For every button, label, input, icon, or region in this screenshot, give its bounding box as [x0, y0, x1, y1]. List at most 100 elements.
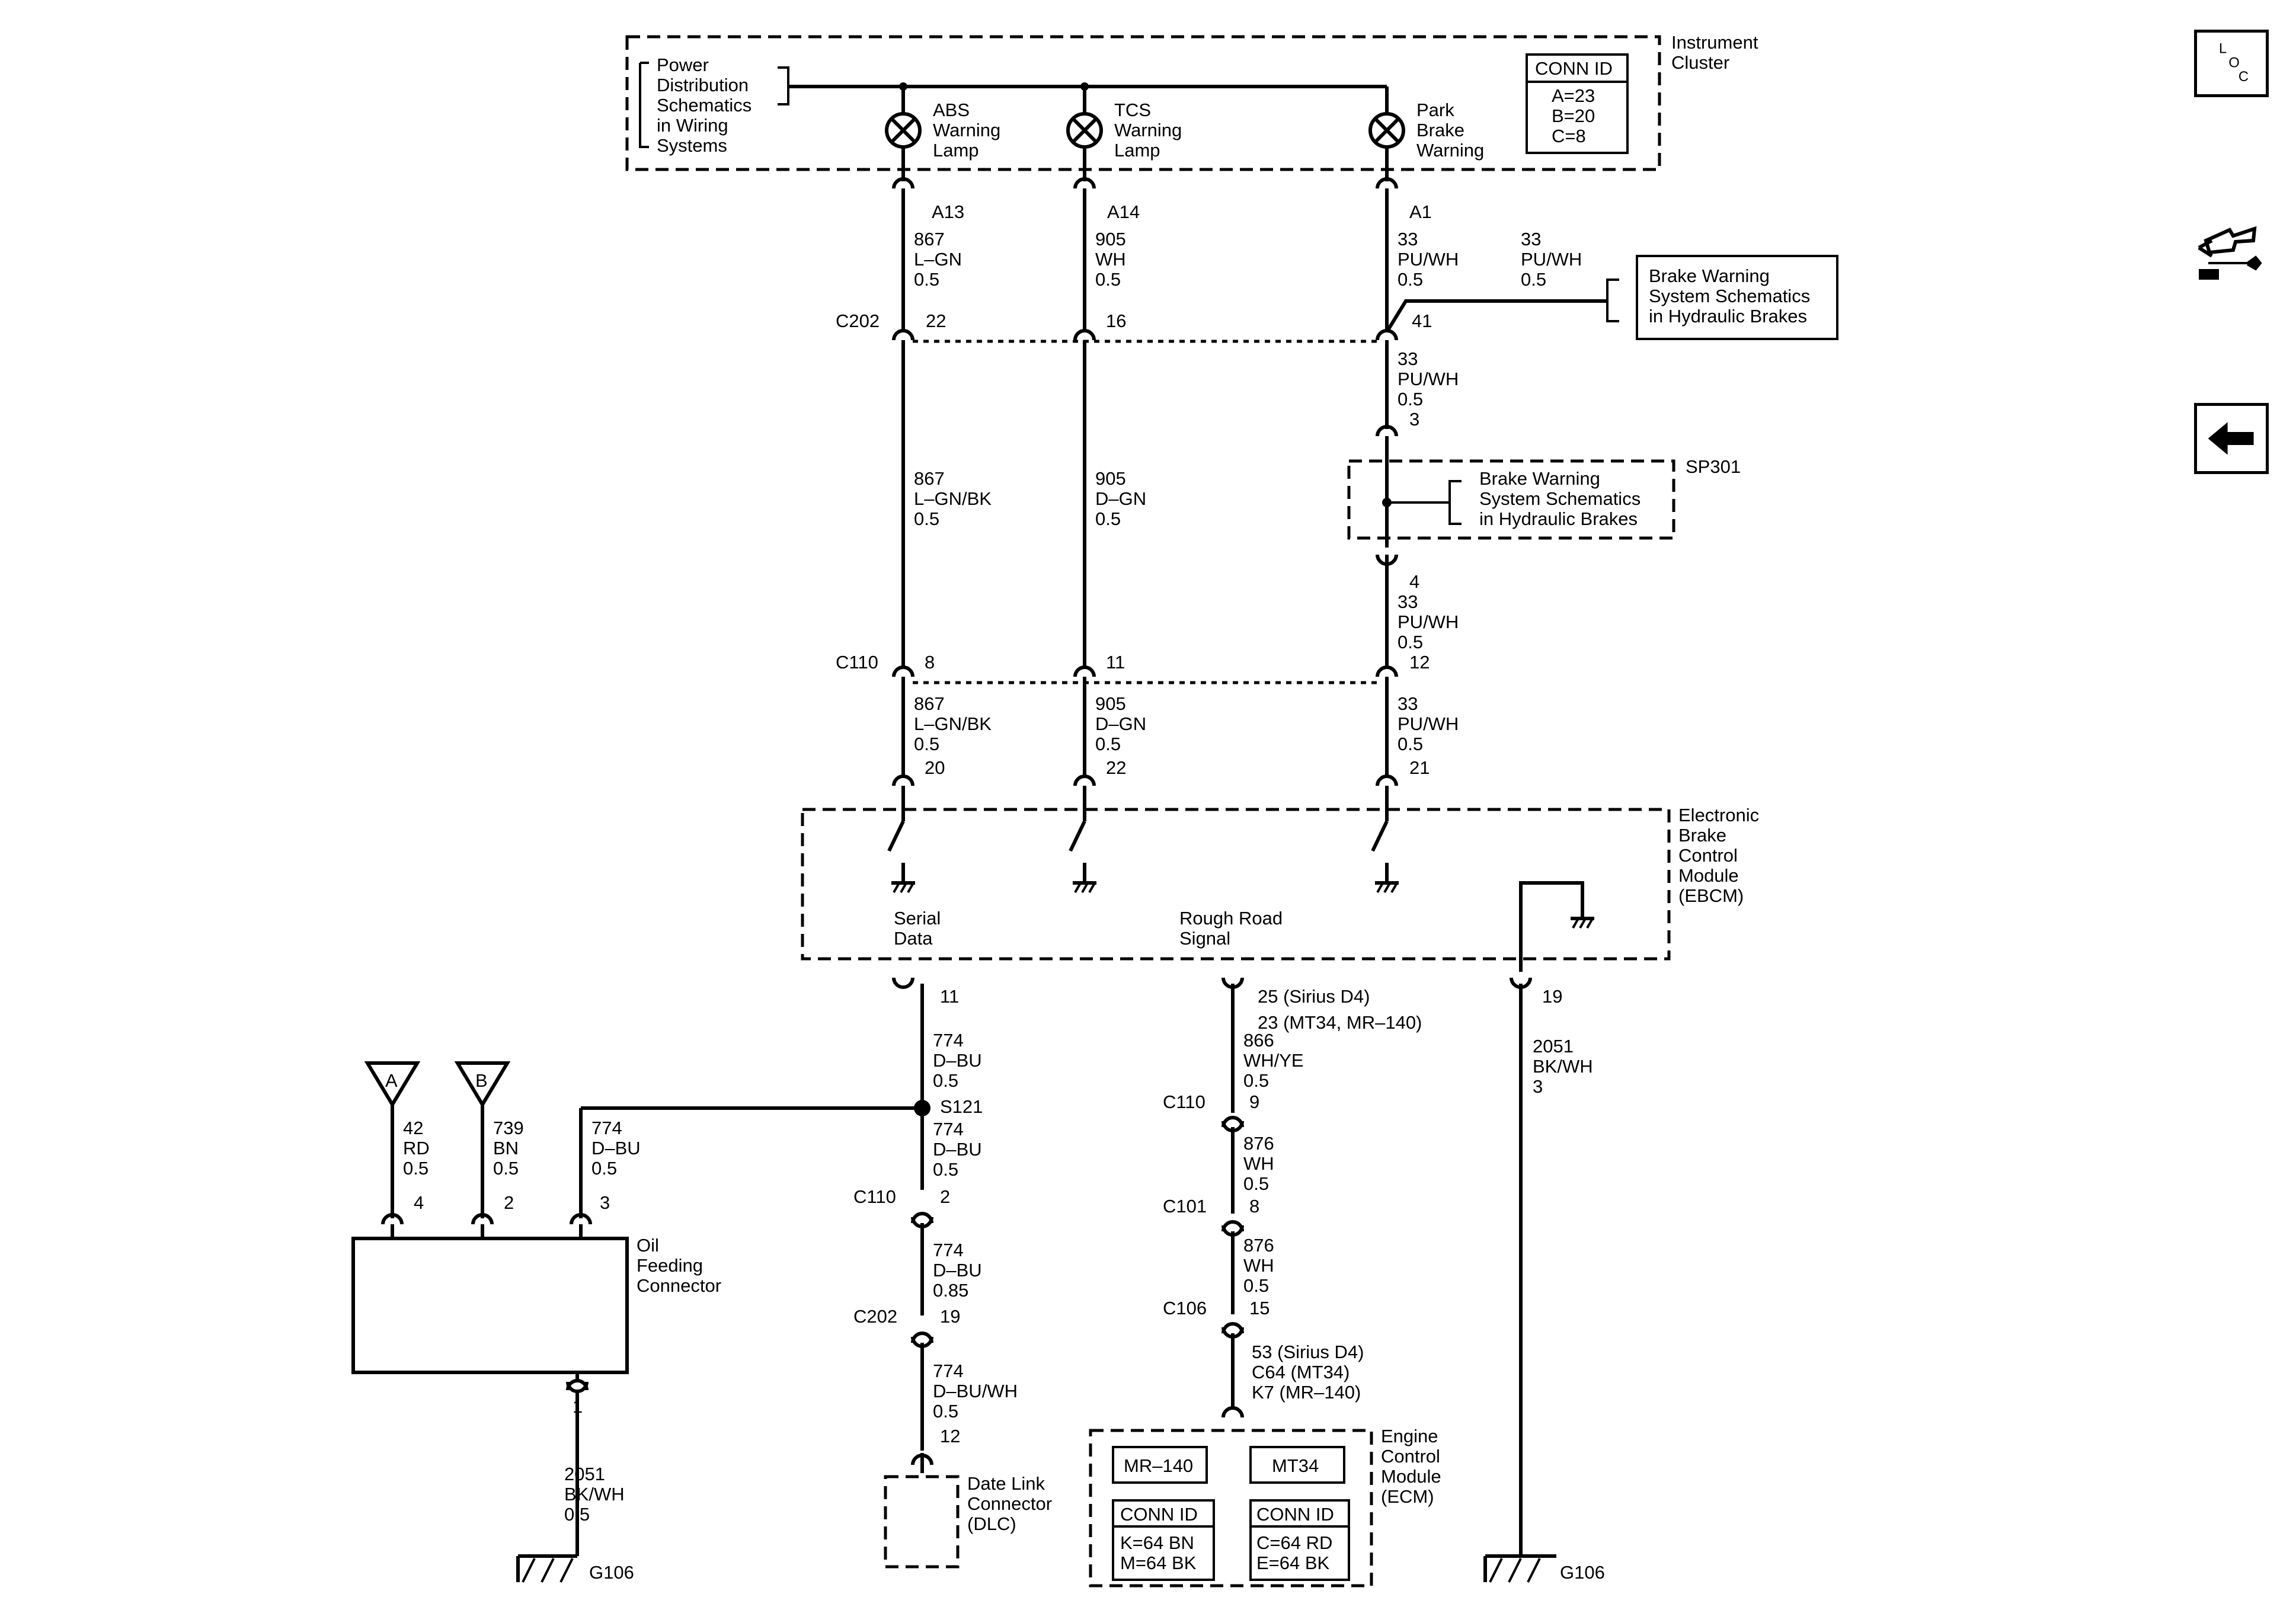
svg-text:A13: A13 [932, 201, 964, 222]
svg-text:G106: G106 [1560, 1562, 1605, 1583]
wire-labels-top: 867 L–GN 0.5 905 WH 0.5 33 PU/WH 0.5 33 … [914, 229, 1582, 290]
svg-text:L–GN/BK: L–GN/BK [914, 488, 992, 509]
svg-text:C=64 RD: C=64 RD [1256, 1532, 1332, 1553]
cluster-connector-pins: A13 A14 A1 [892, 177, 1432, 222]
svg-text:C110: C110 [1163, 1092, 1205, 1112]
svg-text:0.5: 0.5 [1243, 1173, 1269, 1194]
svg-text:42: 42 [403, 1118, 423, 1138]
svg-text:C202: C202 [836, 311, 880, 331]
svg-text:D–BU: D–BU [933, 1260, 982, 1281]
svg-text:D–GN: D–GN [1095, 488, 1146, 509]
svg-text:22: 22 [1106, 757, 1126, 778]
svg-text:905: 905 [1095, 468, 1126, 489]
svg-text:WH: WH [1243, 1153, 1274, 1174]
svg-text:RD: RD [403, 1138, 430, 1158]
svg-text:3: 3 [1409, 409, 1419, 430]
svg-text:C64 (MT34): C64 (MT34) [1252, 1362, 1350, 1382]
svg-text:Connector: Connector [637, 1275, 721, 1296]
svg-text:905: 905 [1095, 229, 1126, 249]
svg-text:PU/WH: PU/WH [1398, 612, 1459, 632]
svg-text:C106: C106 [1163, 1298, 1207, 1318]
svg-text:D–BU/WH: D–BU/WH [933, 1381, 1018, 1401]
svg-text:22: 22 [926, 311, 946, 331]
upper-wires [901, 188, 1389, 777]
svg-text:K7 (MR–140): K7 (MR–140) [1252, 1382, 1361, 1403]
svg-text:866: 866 [1243, 1030, 1274, 1051]
connector-end-view-icon [2198, 226, 2262, 280]
svg-text:BK/WH: BK/WH [1533, 1056, 1593, 1077]
svg-text:774: 774 [933, 1030, 964, 1051]
svg-text:0.5: 0.5 [591, 1158, 617, 1179]
svg-text:S121: S121 [940, 1096, 983, 1117]
svg-text:C: C [2239, 69, 2249, 85]
wire-labels-lower: 867 L–GN/BK 0.5 905 D–GN 0.5 33 PU/WH 0.… [914, 693, 1459, 778]
svg-text:Rough Road: Rough Road [1179, 908, 1283, 929]
svg-text:19: 19 [940, 1306, 960, 1327]
svg-text:0.5: 0.5 [933, 1401, 958, 1422]
svg-text:BN: BN [493, 1138, 519, 1158]
svg-text:MR–140: MR–140 [1124, 1455, 1193, 1476]
svg-text:0.5: 0.5 [403, 1158, 428, 1179]
svg-text:9: 9 [1249, 1092, 1259, 1112]
svg-text:2: 2 [940, 1186, 950, 1207]
svg-text:A: A [385, 1070, 398, 1091]
svg-text:PU/WH: PU/WH [1398, 369, 1459, 389]
svg-text:33: 33 [1398, 348, 1418, 369]
svg-text:D–BU: D–BU [933, 1139, 982, 1160]
svg-text:0.85: 0.85 [933, 1280, 968, 1301]
svg-text:K=64 BN: K=64 BN [1120, 1532, 1194, 1553]
connector-end-view-button[interactable] [2194, 205, 2269, 294]
svg-text:0.5: 0.5 [493, 1158, 519, 1179]
svg-text:WH: WH [1095, 249, 1126, 270]
back-button[interactable] [2194, 403, 2269, 474]
svg-text:PU/WH: PU/WH [1521, 249, 1582, 270]
svg-text:0.5: 0.5 [1243, 1275, 1269, 1296]
svg-text:867: 867 [914, 693, 945, 714]
svg-text:774: 774 [933, 1361, 964, 1381]
rough-road-circuit: 866 WH/YE 0.5 C110 9 876 WH 0.5 C101 8 8… [1163, 984, 1364, 1418]
svg-text:25 (Sirius D4): 25 (Sirius D4) [1258, 986, 1370, 1007]
svg-text:41: 41 [1412, 311, 1432, 331]
svg-text:8: 8 [925, 652, 935, 673]
svg-text:D–BU: D–BU [591, 1138, 641, 1158]
svg-text:WH: WH [1243, 1255, 1274, 1276]
svg-text:Signal: Signal [1179, 928, 1230, 949]
svg-text:0.5: 0.5 [1095, 508, 1121, 529]
svg-text:WH/YE: WH/YE [1243, 1050, 1304, 1071]
connector-c110-upper: C110 8 11 12 [836, 652, 1430, 684]
svg-text:876: 876 [1243, 1235, 1274, 1256]
svg-text:0.5: 0.5 [914, 508, 939, 529]
svg-text:867: 867 [914, 468, 945, 489]
svg-text:B=20: B=20 [1552, 105, 1595, 126]
svg-text:O: O [2228, 55, 2239, 71]
svg-text:BK/WH: BK/WH [564, 1484, 625, 1505]
svg-text:15: 15 [1249, 1298, 1269, 1318]
svg-text:33: 33 [1521, 229, 1541, 249]
svg-text:876: 876 [1243, 1133, 1274, 1154]
svg-text:A1: A1 [1409, 201, 1432, 222]
svg-text:23 (MT34, MR–140): 23 (MT34, MR–140) [1258, 1012, 1422, 1033]
svg-text:D–BU: D–BU [933, 1050, 982, 1071]
svg-text:0.5: 0.5 [933, 1159, 958, 1180]
svg-text:905: 905 [1095, 693, 1126, 714]
svg-text:2051: 2051 [564, 1464, 605, 1484]
svg-text:8: 8 [1249, 1196, 1259, 1217]
svg-text:0.5: 0.5 [1398, 389, 1423, 409]
component-locator-button[interactable]: L O C [2194, 30, 2269, 97]
svg-text:11: 11 [1106, 652, 1125, 673]
serial-data-circuit: 774 D–BU 0.5 S121 774 D–BU 0.5 C110 2 77… [579, 984, 1052, 1569]
svg-text:774: 774 [591, 1118, 622, 1138]
svg-text:19: 19 [1542, 986, 1562, 1007]
